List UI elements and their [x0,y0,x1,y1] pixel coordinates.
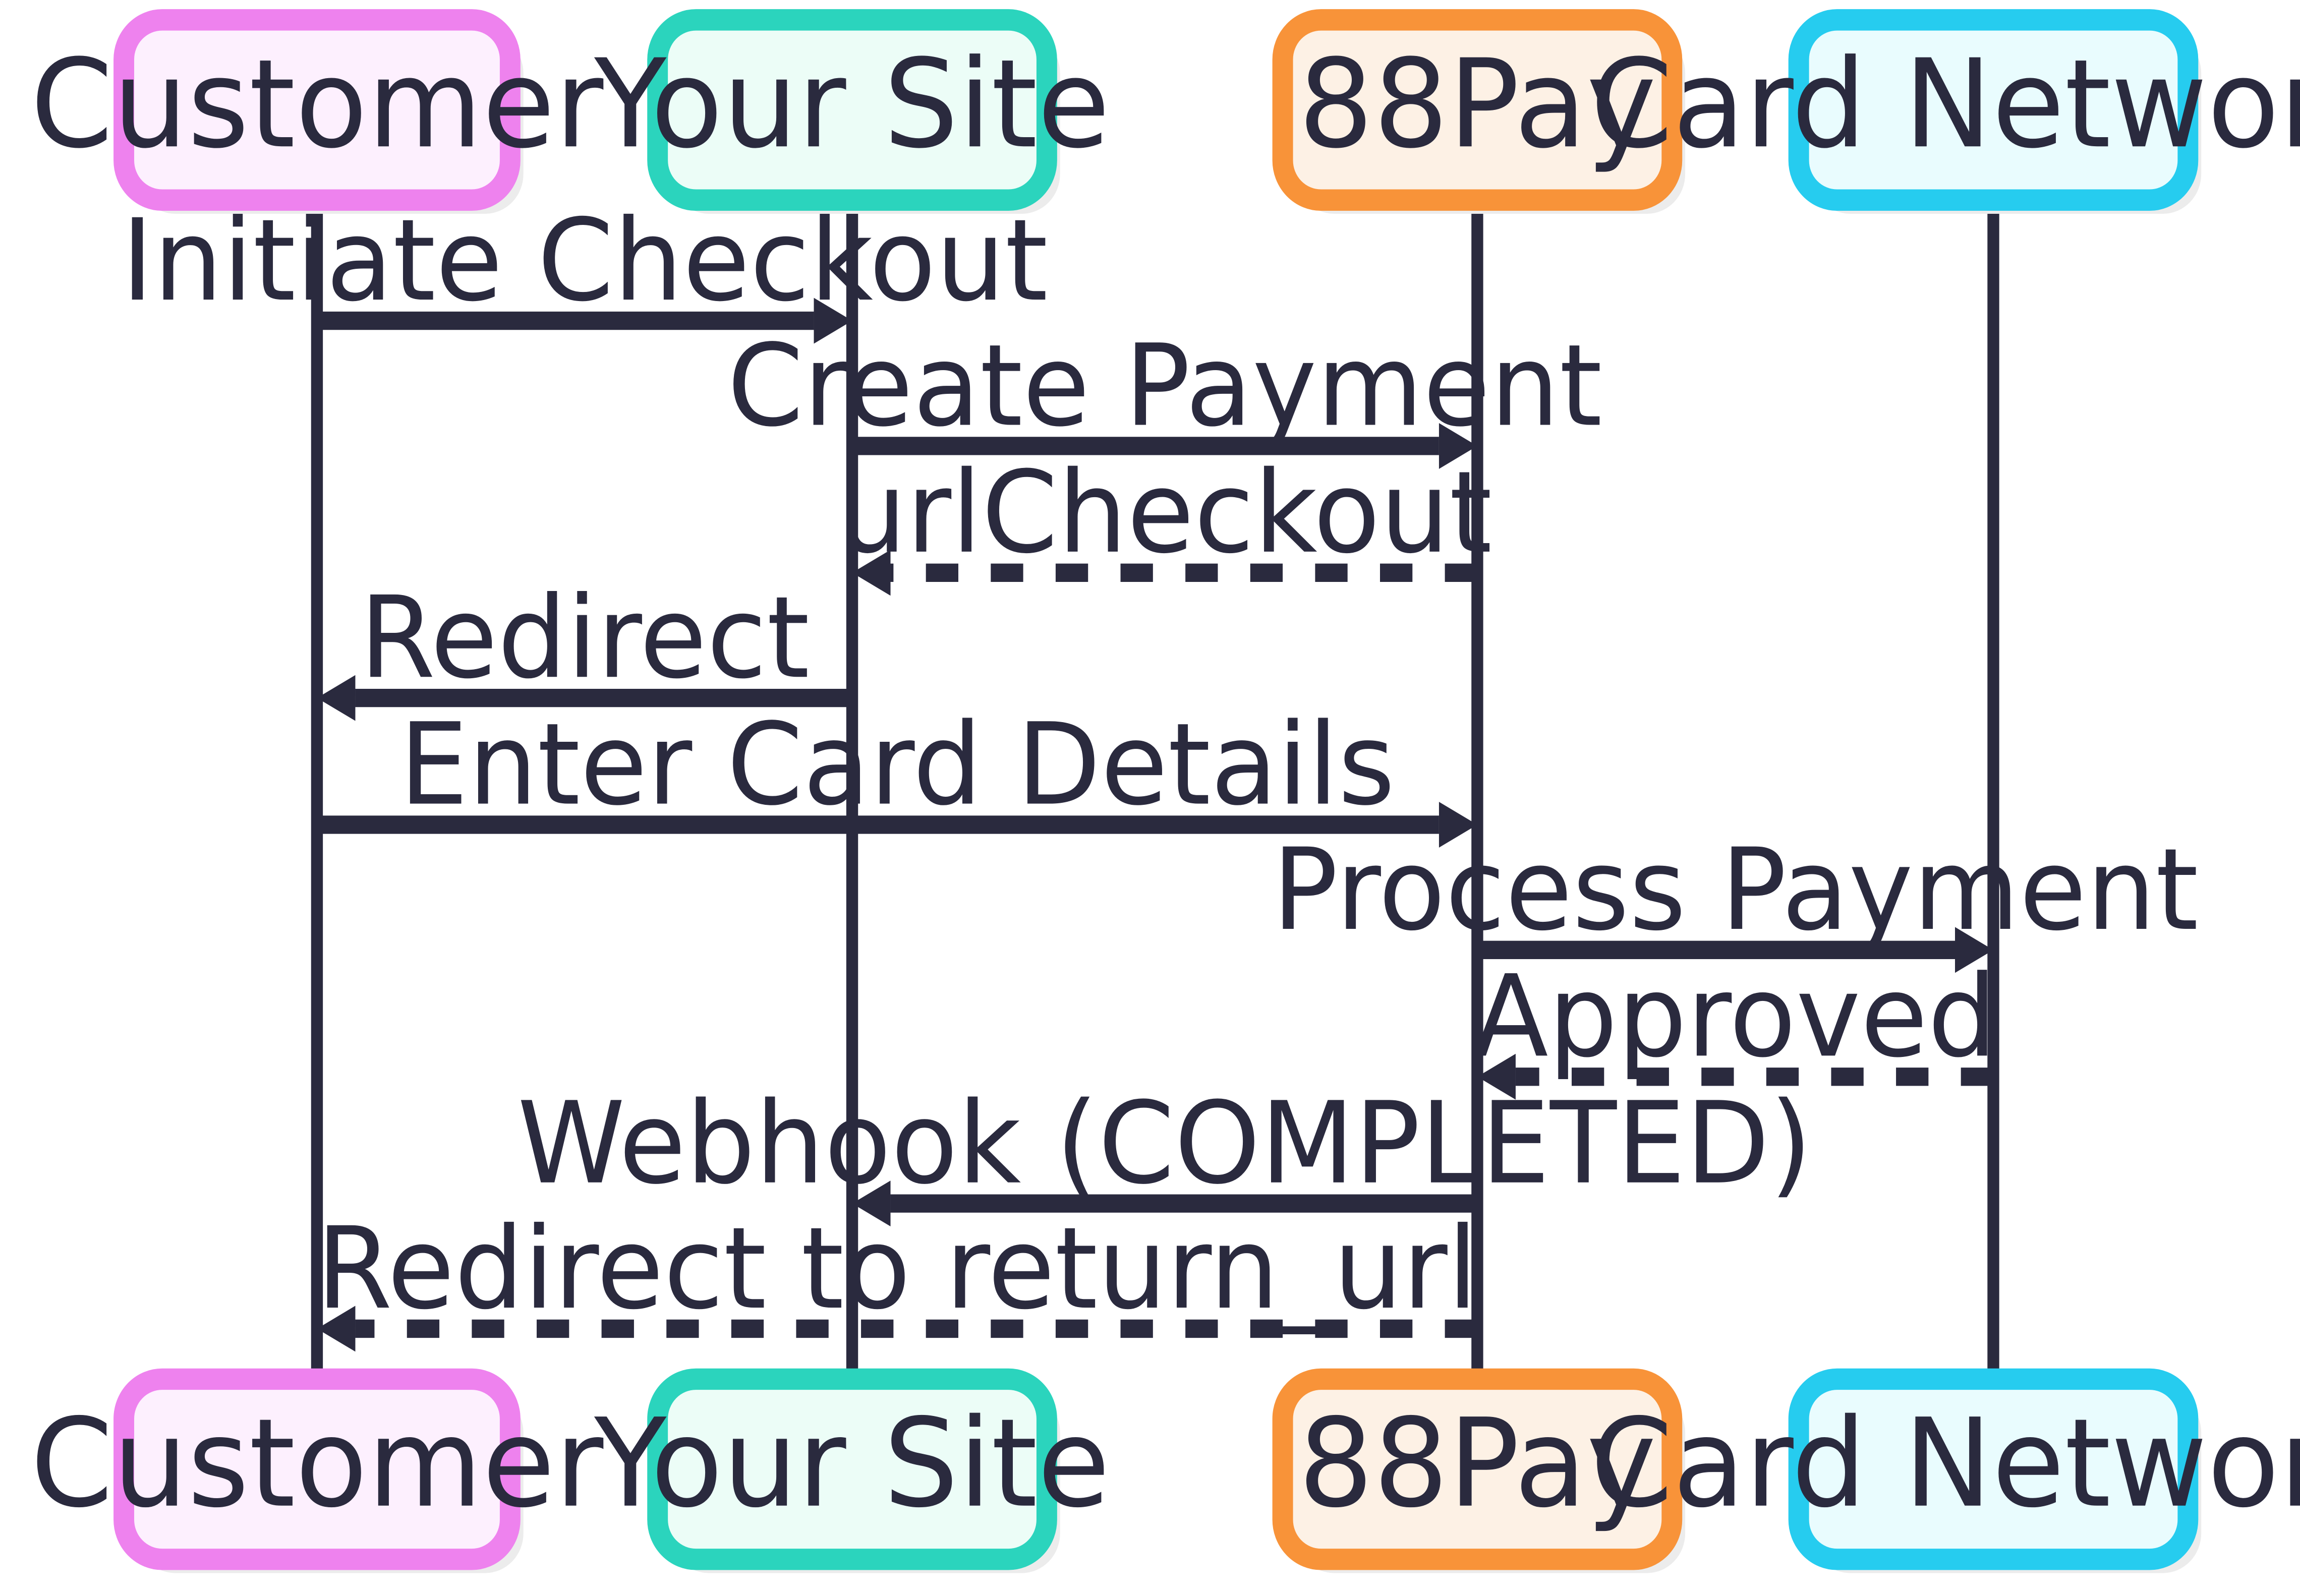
message-label-6: Process Payment [1272,824,2198,956]
message-arrowhead-7 [1477,1053,1516,1100]
participant-box-customer-top[interactable]: Customer [31,9,604,214]
message-arrowhead-2 [1439,423,1477,469]
message-label-7: Approved [1474,951,1997,1083]
participant-box-rect[interactable] [1272,1368,1683,1570]
message-label-1: Initiate Checkout [121,195,1048,327]
participant-box-rect[interactable] [1788,9,2199,211]
message-3: urlCheckout [837,447,1492,596]
participant-box-your_site-bottom[interactable]: Your Site [594,1368,1110,1573]
message-arrowhead-4 [317,675,356,721]
participant-box-pay88-top[interactable]: 88Pay [1272,9,1686,214]
message-6: Process Payment [1272,824,2199,973]
participant-box-rect[interactable] [1788,1368,2199,1570]
message-arrowhead-9 [317,1306,356,1352]
message-label-9: Redirect to return_url [316,1203,1477,1335]
message-5: Enter Card Details [317,699,1477,848]
participant-box-rect[interactable] [647,1368,1057,1570]
message-2: Create Payment [727,320,1602,469]
message-arrowhead-5 [1439,802,1477,848]
message-label-5: Enter Card Details [399,699,1395,831]
participant-box-your_site-top[interactable]: Your Site [594,9,1110,214]
participant-label-your_site: Your Site [594,33,1110,175]
message-9: Redirect to return_url [316,1203,1478,1352]
participant-box-card_network-bottom[interactable]: Card Network [1590,1368,2300,1573]
message-7: Approved [1474,951,1997,1100]
message-arrowhead-6 [1955,927,1993,973]
lifelines-group [311,200,1999,1379]
message-arrowhead-1 [814,298,852,344]
participant-label-card_network: Card Network [1590,33,2300,175]
message-label-4: Redirect [360,572,810,704]
participant-label-pay88: 88Pay [1298,33,1656,175]
participant-box-card_network-top[interactable]: Card Network [1590,9,2300,214]
message-label-8: Webhook (COMPLETED) [518,1078,1812,1209]
participant-label-your_site: Your Site [594,1393,1110,1535]
participant-box-customer-bottom[interactable]: Customer [31,1368,604,1573]
message-1: Initiate Checkout [121,195,1048,344]
message-label-3: urlCheckout [837,447,1492,578]
participant-label-pay88: 88Pay [1298,1393,1656,1535]
message-8: Webhook (COMPLETED) [518,1078,1812,1227]
message-label-2: Create Payment [727,320,1602,452]
participant-box-pay88-bottom[interactable]: 88Pay [1272,1368,1686,1573]
participant-label-card_network: Card Network [1590,1393,2300,1535]
participant-box-rect[interactable] [1272,9,1683,211]
participant-box-rect[interactable] [647,9,1057,211]
participant-label-customer: Customer [31,1393,604,1535]
message-arrowhead-8 [852,1180,891,1227]
participant-box-rect[interactable] [113,9,521,211]
message-4: Redirect [317,572,852,721]
participant-label-customer: Customer [31,33,604,175]
message-arrowhead-3 [852,550,891,596]
participant-box-rect[interactable] [113,1368,521,1570]
